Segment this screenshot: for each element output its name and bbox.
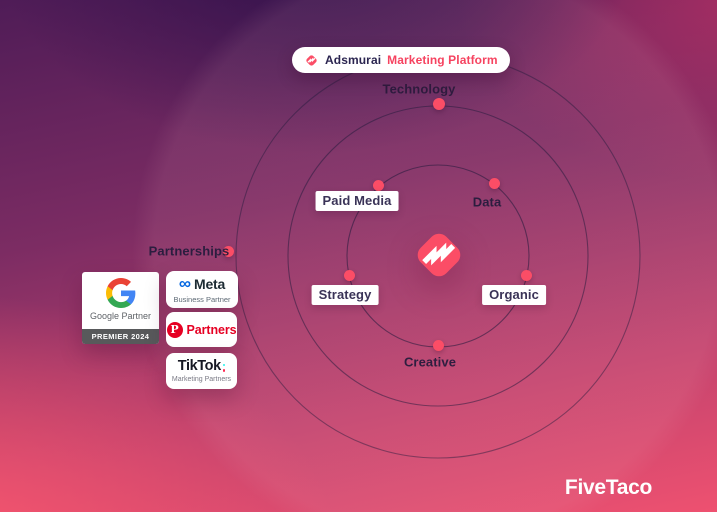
google-g-icon [105,278,135,308]
data-node-dot [489,178,500,189]
pinterest-p-icon: P [166,321,183,338]
fivetaco-logo: FiveTaco [564,476,652,499]
partnerships-node-dot [223,246,234,257]
tiktok-wordmark: TikTok [177,358,221,375]
pill-product-text: Marketing Platform [387,53,498,67]
meta-subtitle: Business Partner [173,294,231,304]
partnerships-label: Partnerships [148,243,230,259]
data-label: Data [472,194,502,210]
pinterest-partners-text: Partners [186,322,237,337]
adsmurai-zigzag-mark [422,242,456,266]
google-partner-name: Google Partner [89,311,152,321]
organic-label: Organic [482,285,546,305]
meta-wordmark: Meta [194,276,226,292]
google-premier-band: PREMIER 2024 [82,329,159,344]
adsmurai-diamond-logo-icon [417,233,461,277]
adsmurai-marketing-platform-pill: Adsmurai Marketing Platform [292,47,510,73]
strategy-node-dot [344,270,355,281]
tiktok-marketing-partners-badge: TikTok Marketing Partners [166,353,237,389]
technology-node-dot [433,98,445,110]
organic-node-dot [521,270,532,281]
meta-business-partner-badge: ∞ Meta Business Partner [166,271,238,308]
creative-node-dot [433,340,444,351]
strategy-label: Strategy [311,285,379,305]
tiktok-subtitle: Marketing Partners [171,375,232,383]
paid-media-label: Paid Media [315,191,399,211]
paid-media-node-dot [373,180,384,191]
pinterest-partners-badge: P Partners [166,312,237,347]
google-partner-badge: Google Partner PREMIER 2024 [82,272,159,344]
meta-infinity-icon: ∞ [178,273,191,293]
google-premier-tier: PREMIER 2024 [91,332,150,341]
creative-label: Creative [403,354,457,370]
adsmurai-pill-logo-icon [306,54,317,66]
tiktok-colon-icon [222,363,226,372]
pill-brand-text: Adsmurai [325,53,382,67]
technology-label: Technology [382,81,456,97]
